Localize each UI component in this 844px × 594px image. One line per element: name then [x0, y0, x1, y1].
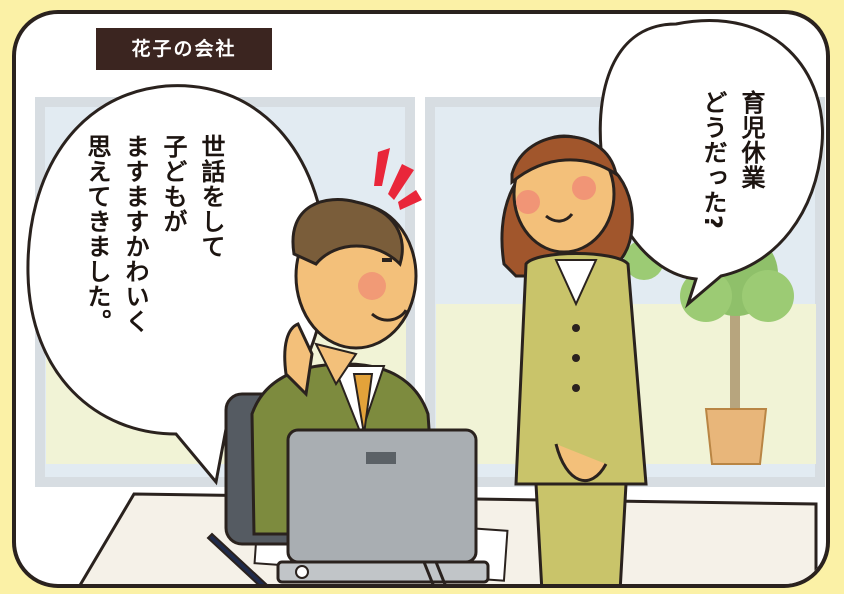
speech-bubble-left: [26, 84, 328, 486]
woman-character: [500, 134, 648, 584]
speech-line: 育児休業: [737, 90, 765, 190]
laptop-icon: [276, 428, 490, 584]
pen-icon: [206, 532, 268, 584]
comic-panel: 花子の会社 世話をして 子どもが ますますかわいく 思えてきました。 育児休業 …: [12, 10, 830, 588]
speech-bubble-right: [598, 19, 824, 309]
speech-line: どうだった?: [699, 90, 727, 230]
speech-line: ますますかわいく: [121, 134, 149, 334]
office-scene: [26, 19, 825, 584]
company-title-tag: 花子の会社: [96, 28, 272, 70]
speech-line: 世話をして: [197, 134, 225, 259]
speech-line: 思えてきました。: [83, 134, 111, 334]
right-speech-text: 育児休業 どうだった?: [694, 90, 770, 290]
speech-line: 子どもが: [159, 134, 187, 234]
left-speech-text: 世話をして 子どもが ますますかわいく 思えてきました。: [78, 134, 230, 424]
surprise-marks: [374, 148, 422, 210]
